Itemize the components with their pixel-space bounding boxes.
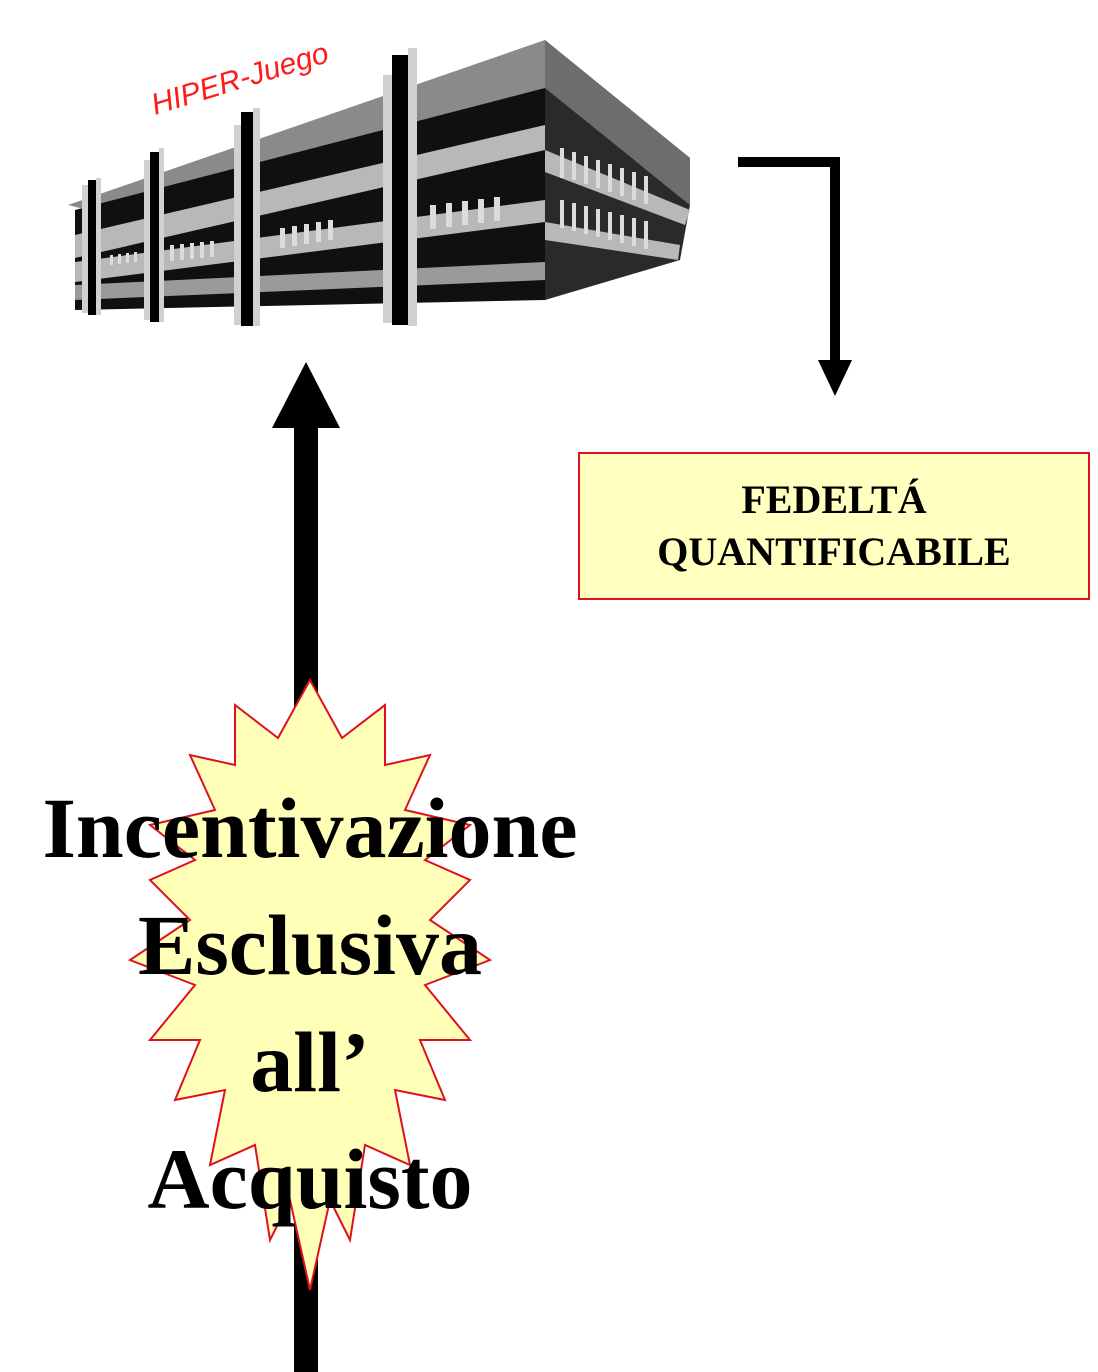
- loyalty-box-line1: FEDELTÁ: [741, 477, 927, 522]
- connector-vertical: [830, 157, 840, 365]
- loyalty-box: FEDELTÁ QUANTIFICABILE: [578, 452, 1090, 600]
- incentive-line3: all’: [250, 1014, 370, 1110]
- connector-horizontal: [738, 157, 840, 167]
- incentive-line2: Esclusiva: [137, 897, 483, 993]
- incentive-starburst: [127, 677, 493, 1291]
- store-name: HIPER-Juego: [147, 37, 332, 122]
- store-building-icon: HIPER-Juego: [68, 37, 690, 326]
- incentive-label: Incentivazione Esclusiva all’ Acquisto: [0, 770, 620, 1238]
- connector-arrow-head: [818, 360, 852, 396]
- incentive-line4: Acquisto: [147, 1131, 473, 1227]
- loyalty-box-line2: QUANTIFICABILE: [657, 529, 1011, 574]
- incentive-line1: Incentivazione: [42, 780, 578, 876]
- loyalty-connector-arrow: [738, 157, 852, 396]
- up-arrow-head: [272, 362, 340, 428]
